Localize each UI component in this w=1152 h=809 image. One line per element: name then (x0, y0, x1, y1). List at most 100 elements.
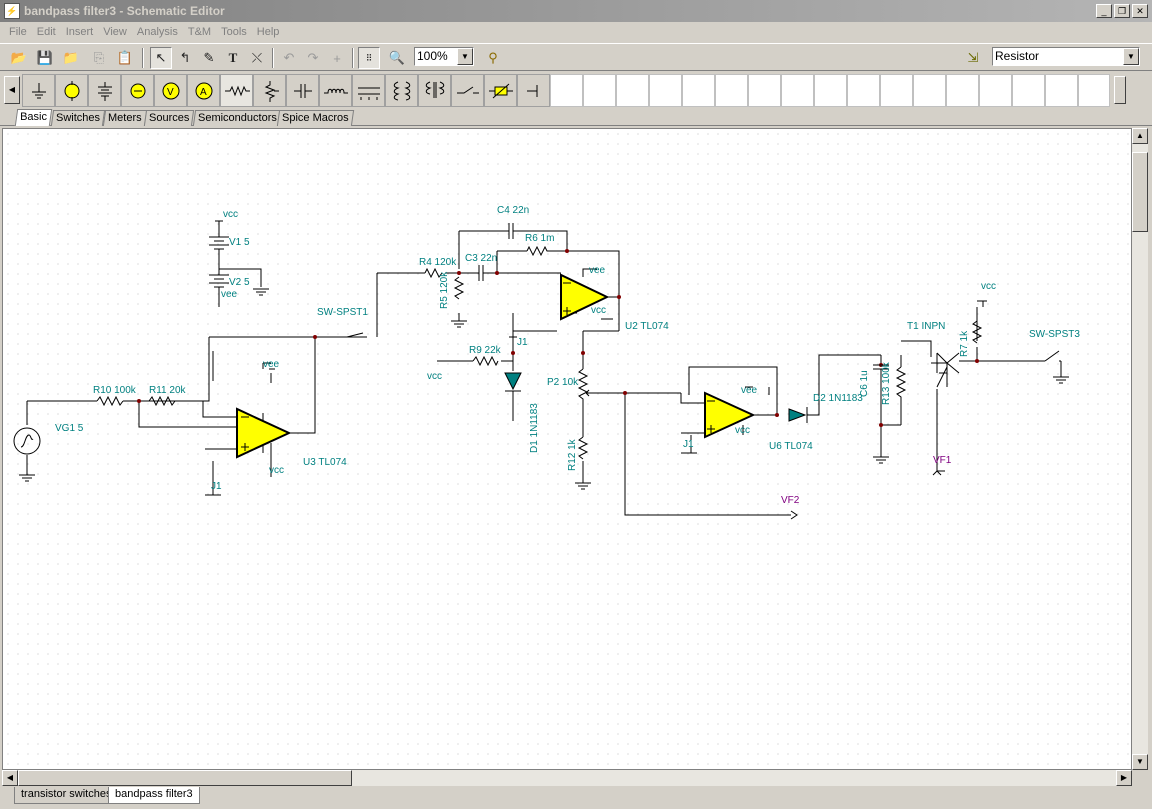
palette-slot[interactable] (1045, 74, 1078, 107)
switch-icon[interactable] (451, 74, 484, 107)
palette-slot[interactable] (682, 74, 715, 107)
palette-slot[interactable] (748, 74, 781, 107)
palette-slot[interactable] (814, 74, 847, 107)
horizontal-scrollbar[interactable]: ◀ ▶ (2, 770, 1132, 786)
resistor-icon[interactable] (220, 74, 253, 107)
tab-spice-macros[interactable]: Spice Macros (276, 110, 354, 126)
scroll-up-icon[interactable]: ▲ (1132, 128, 1148, 144)
menu-view[interactable]: View (103, 26, 127, 38)
capacitor-icon[interactable] (286, 74, 319, 107)
label-vcc-u6: vcc (735, 425, 750, 436)
tab-sources[interactable]: Sources (143, 110, 195, 126)
sheet-tab-transistor-switches[interactable]: transistor switches (14, 787, 119, 804)
chevron-down-icon[interactable]: ▼ (1123, 48, 1139, 65)
text-tool-icon[interactable]: T (228, 50, 238, 65)
tab-label: Basic (20, 111, 47, 123)
palette-slot[interactable] (616, 74, 649, 107)
label-vf2: VF2 (781, 495, 800, 506)
inductor-icon[interactable] (319, 74, 352, 107)
tab-meters[interactable]: Meters (102, 110, 147, 126)
minimize-button[interactable]: _ (1096, 4, 1112, 18)
tab-switches[interactable]: Switches (50, 110, 106, 126)
schematic-canvas[interactable]: vcc V1 5 V2 5 vee SW-SPST1 R4 120k R5 12… (2, 128, 1132, 770)
component-select[interactable]: Resistor ▼ (992, 47, 1140, 66)
voltmeter-icon[interactable]: V (154, 74, 187, 107)
palette-slot[interactable] (979, 74, 1012, 107)
label-r7: R7 1k (959, 330, 970, 357)
copy-icon[interactable]: ⎘ (93, 50, 105, 65)
palette-slot[interactable] (946, 74, 979, 107)
tab-basic[interactable]: Basic (14, 109, 53, 126)
sheet-tab-bandpass-filter3[interactable]: bandpass filter3 (108, 787, 200, 804)
pencil-icon[interactable]: ✎ (203, 50, 215, 65)
transformer-core-icon[interactable] (418, 74, 451, 107)
tab-label: Spice Macros (282, 112, 349, 124)
palette-slot[interactable] (1078, 74, 1110, 107)
scroll-down-icon[interactable]: ▼ (1132, 754, 1148, 770)
palette-slot[interactable] (847, 74, 880, 107)
select-arrow-icon[interactable]: ↖ (150, 47, 172, 69)
menu-analysis[interactable]: Analysis (136, 26, 178, 38)
menu-tools[interactable]: Tools (221, 26, 247, 38)
palette-slot[interactable] (715, 74, 748, 107)
palette-slot[interactable] (781, 74, 814, 107)
toggle-icon[interactable]: ⤬ (251, 50, 263, 65)
menu-edit[interactable]: Edit (36, 26, 56, 38)
probe-icon[interactable]: ⚲ (488, 50, 498, 65)
place-component-icon[interactable]: ⇲ (967, 50, 979, 65)
scroll-right-icon[interactable]: ▶ (1116, 770, 1132, 786)
menu-bar: File Edit Insert View Analysis T&M Tools… (0, 22, 1152, 42)
menu-help[interactable]: Help (256, 26, 280, 38)
palette-slot[interactable] (913, 74, 946, 107)
component-palette: ◀ V A (0, 72, 1152, 108)
label-j1-b: J1 (211, 481, 222, 492)
close-button[interactable]: ✕ (1132, 4, 1148, 18)
battery-icon[interactable] (88, 74, 121, 107)
undo-icon[interactable]: ↶ (283, 50, 295, 65)
transformer-icon[interactable] (352, 74, 385, 107)
sheet-tab-label: bandpass filter3 (115, 788, 193, 800)
open-file-icon[interactable]: 📁 (62, 50, 80, 65)
vertical-scroll-thumb[interactable] (1132, 152, 1148, 232)
tab-semiconductors[interactable]: Semiconductors (192, 110, 282, 126)
potentiometer-icon[interactable] (253, 74, 286, 107)
open-folder-icon[interactable]: 📂 (10, 50, 28, 65)
zoom-icon[interactable]: 🔍 (388, 50, 406, 65)
zoom-select[interactable]: 100% ▼ (414, 47, 474, 66)
palette-slot[interactable] (649, 74, 682, 107)
crosshair-icon[interactable]: + (333, 50, 341, 66)
scroll-left-icon[interactable]: ◀ (2, 770, 18, 786)
label-vcc: vcc (223, 209, 238, 220)
varistor-icon[interactable] (484, 74, 517, 107)
label-d2: D2 1N1183 (813, 393, 863, 404)
palette-scroll-right-icon[interactable] (1114, 76, 1126, 104)
window-title: bandpass filter3 - Schematic Editor (24, 4, 225, 18)
palette-slot[interactable] (550, 74, 583, 107)
vertical-scrollbar[interactable]: ▲ ▼ (1132, 128, 1148, 770)
app-icon[interactable]: ⚡ (4, 3, 20, 19)
save-icon[interactable]: 💾 (36, 50, 54, 65)
grid-icon[interactable]: ⠿ (358, 47, 380, 69)
main-toolbar: 📂 💾 📁 ⎘ 📋 ↖ ↰ ✎ T ⤬ ↶ ↷ + ⠿ 🔍 ⚲ ⇲ (0, 43, 1152, 71)
palette-slot[interactable] (880, 74, 913, 107)
menu-file[interactable]: File (9, 26, 27, 38)
horizontal-scroll-thumb[interactable] (18, 770, 352, 786)
palette-slot[interactable] (1012, 74, 1045, 107)
paste-icon[interactable]: 📋 (116, 50, 134, 65)
terminal-icon[interactable] (517, 74, 550, 107)
svg-text:A: A (200, 87, 207, 98)
redo-icon[interactable]: ↷ (307, 50, 319, 65)
label-j1-a: J1 (517, 337, 528, 348)
bulb-icon[interactable] (55, 74, 88, 107)
palette-slot[interactable] (583, 74, 616, 107)
current-source-icon[interactable] (121, 74, 154, 107)
palette-scroll-left-icon[interactable]: ◀ (4, 76, 20, 104)
ammeter-icon[interactable]: A (187, 74, 220, 107)
menu-insert[interactable]: Insert (65, 26, 94, 38)
restore-button[interactable]: ❐ (1114, 4, 1130, 18)
chevron-down-icon[interactable]: ▼ (457, 48, 473, 65)
coupled-inductor-icon[interactable] (385, 74, 418, 107)
wire-tool-icon[interactable]: ↰ (179, 50, 191, 65)
menu-tm[interactable]: T&M (187, 26, 212, 38)
ground-icon[interactable] (22, 74, 55, 107)
